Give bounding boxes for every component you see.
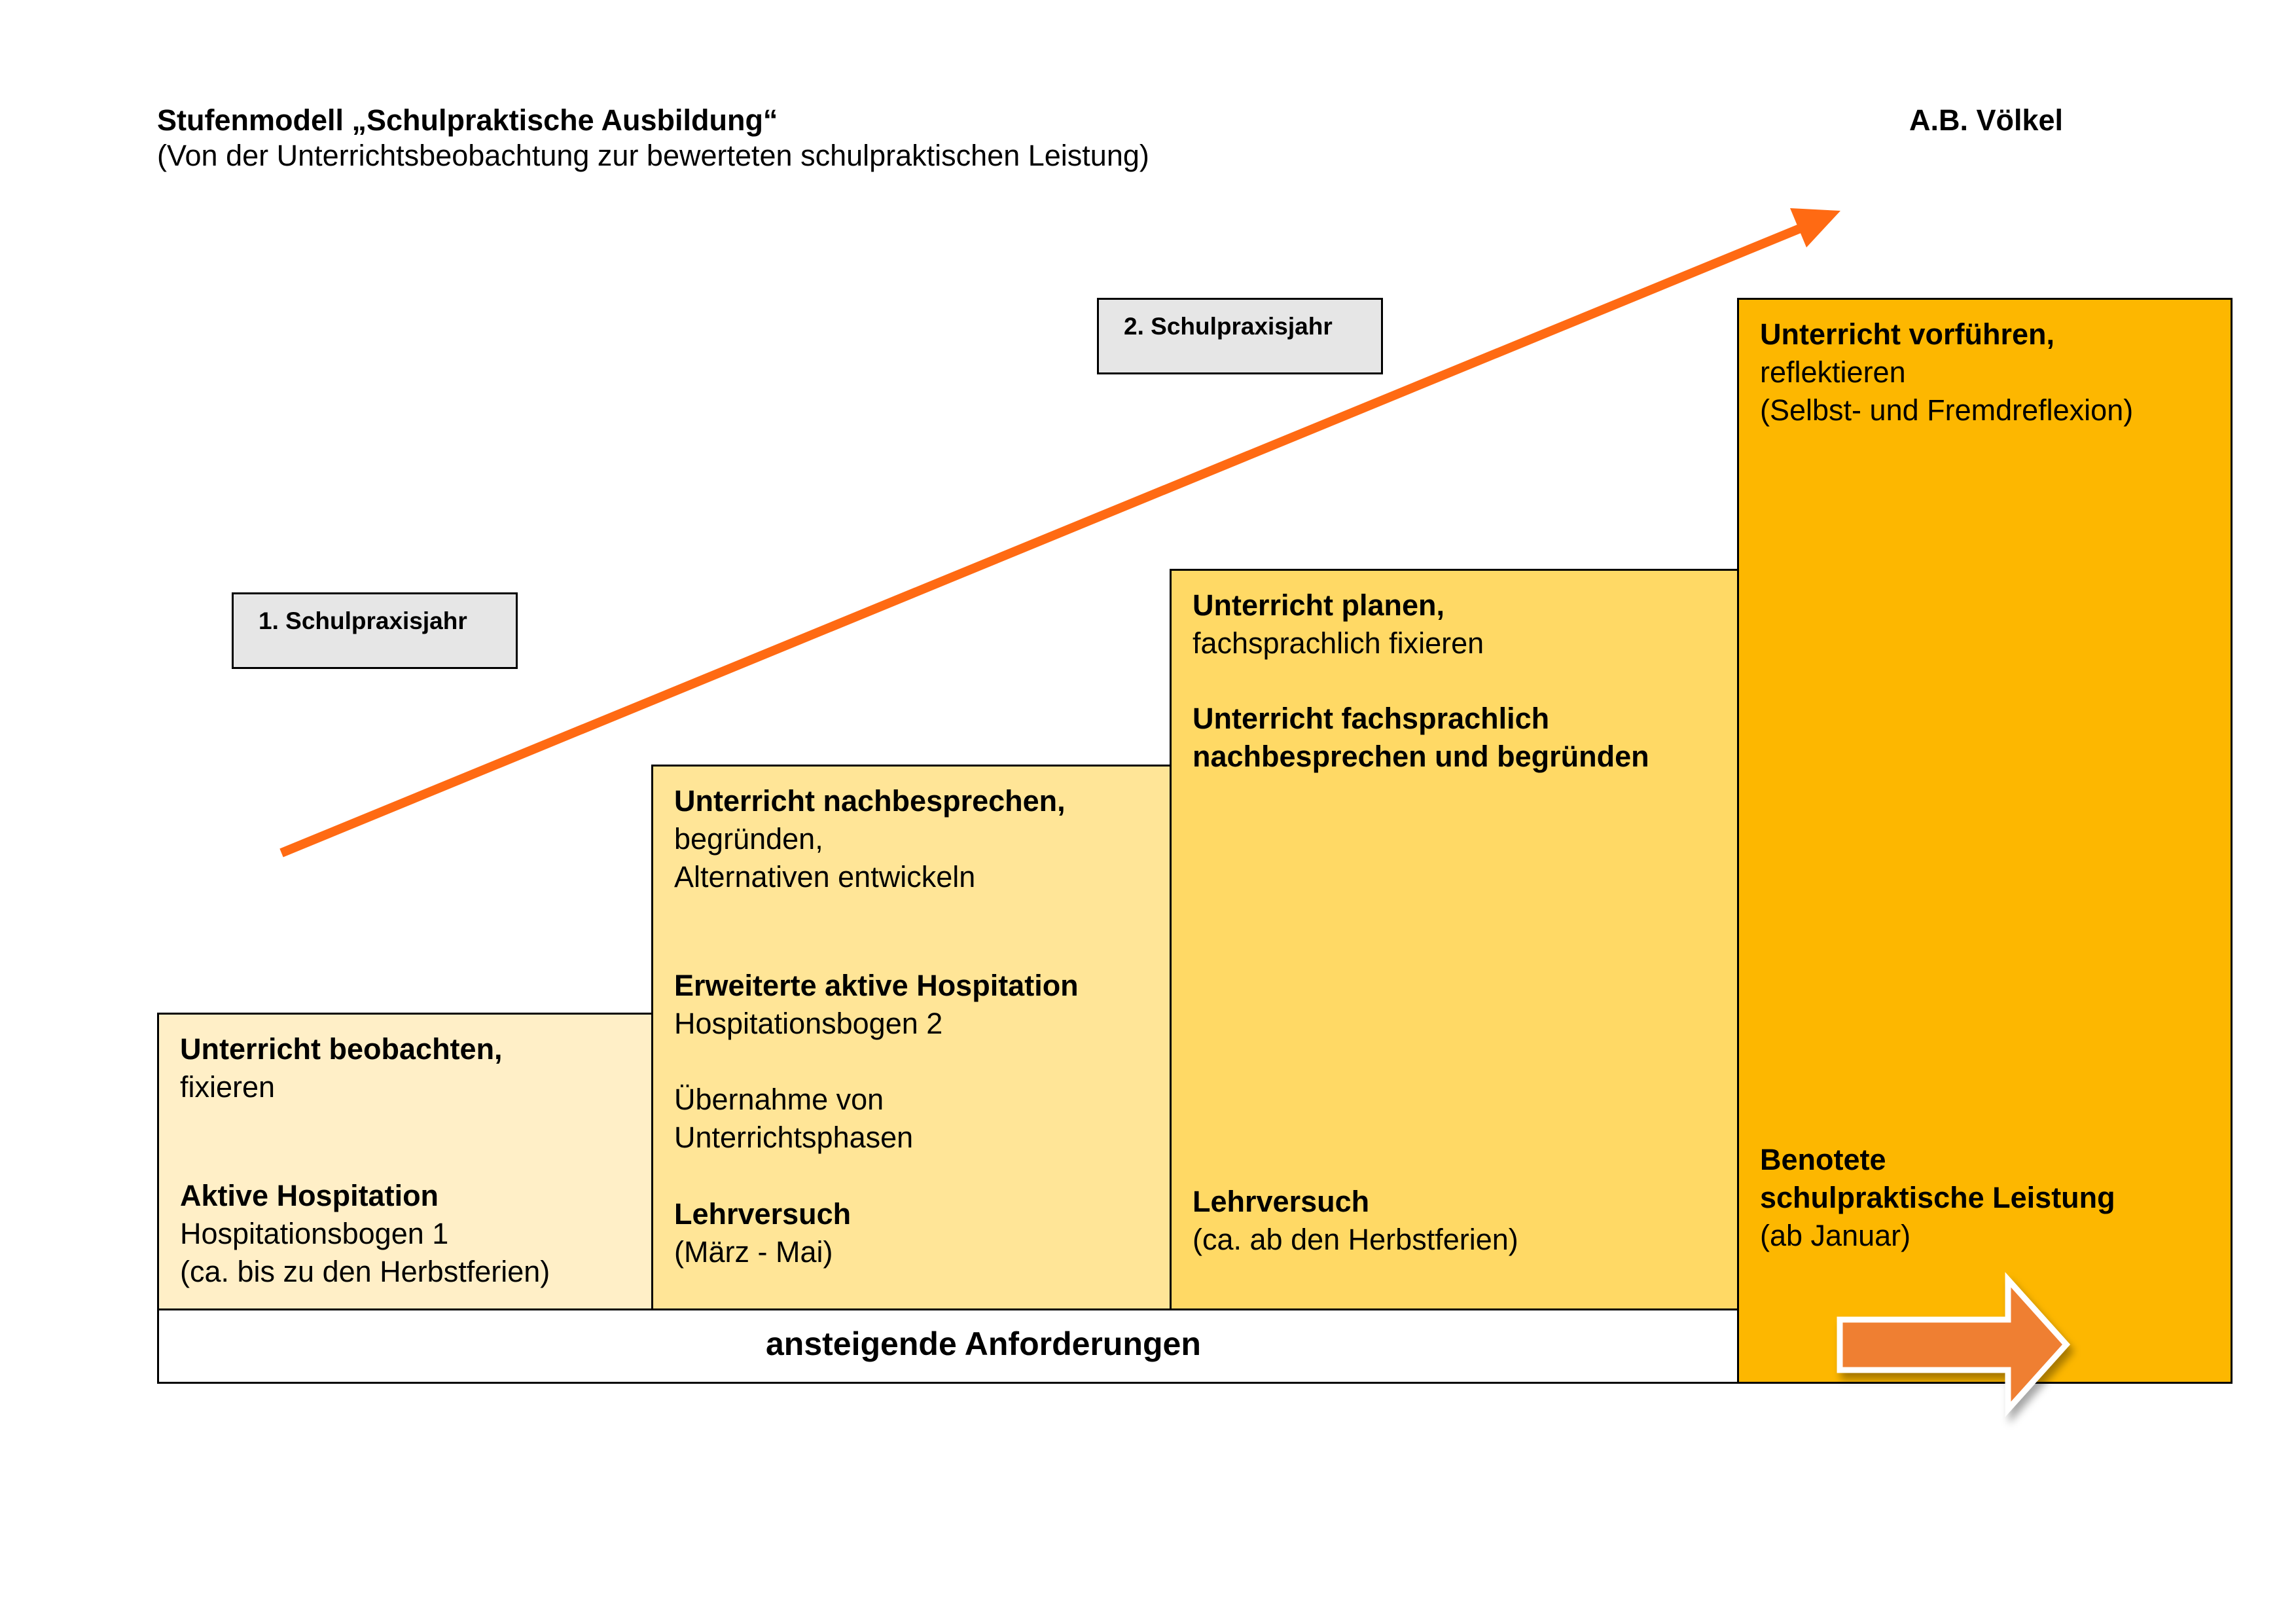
first-year-label: 1. Schulpraxisjahr <box>232 592 518 669</box>
step-3-reflection: Unterricht fachsprachlich nachbesprechen… <box>1193 700 1649 776</box>
rising-trend-arrow <box>279 208 1840 857</box>
step-3-reflection-heading: Unterricht fachsprachlich <box>1193 702 1550 735</box>
step-2-heading: Unterricht nachbesprechen, <box>674 784 1066 818</box>
requirements-bar <box>157 1308 1739 1384</box>
step-4-assessment: Benotete schulpraktische Leistung (ab Ja… <box>1760 1141 2115 1255</box>
step-2-box: Unterricht nachbesprechen, begründen, Al… <box>651 765 1172 1310</box>
step-4-assessment-date: (ab Januar) <box>1760 1219 1911 1252</box>
requirements-label: ansteigende Anforderungen <box>766 1326 1201 1362</box>
step-2-hospitation-heading: Erweiterte aktive Hospitation <box>674 969 1079 1002</box>
step-3-heading: Unterricht planen, <box>1193 588 1445 622</box>
step-1-box: Unterricht beobachten, fixieren Aktive H… <box>157 1013 653 1310</box>
step-3-lehrversuch-heading: Lehrversuch <box>1193 1185 1370 1218</box>
step-4-assessment-heading: schulpraktische Leistung <box>1760 1181 2115 1214</box>
step-3-lehrversuch-date: (ca. ab den Herbstferien) <box>1193 1223 1518 1256</box>
step-2-hospitation-line: Hospitationsbogen 2 <box>674 1007 943 1040</box>
page-subtitle: (Von der Unterrichtsbeobachtung zur bewe… <box>157 139 1149 172</box>
step-2-lehrversuch: Lehrversuch (März - Mai) <box>674 1195 851 1271</box>
step-1-heading: Unterricht beobachten, <box>180 1032 503 1066</box>
step-1-hospitation-line: Hospitationsbogen 1 <box>180 1217 449 1250</box>
author-name: A.B. Völkel <box>1909 103 2064 137</box>
step-1-line: fixieren <box>180 1070 276 1104</box>
step-4-line: reflektieren <box>1760 355 1906 389</box>
step-4-heading: Unterricht vorführen, <box>1760 317 2055 351</box>
step-1-hospitation-line: (ca. bis zu den Herbstferien) <box>180 1255 550 1288</box>
page-title: Stufenmodell „Schulpraktische Ausbildung… <box>157 103 778 137</box>
step-1-hospitation-heading: Aktive Hospitation <box>180 1179 439 1212</box>
step-2-phases-line: Unterrichtsphasen <box>674 1121 914 1154</box>
step-2-line: Alternativen entwickeln <box>674 860 976 893</box>
step-4-box: Unterricht vorführen, reflektieren (Selb… <box>1737 298 2233 1384</box>
step-3-lehrversuch: Lehrversuch (ca. ab den Herbstferien) <box>1193 1183 1518 1259</box>
forward-arrow-icon <box>1837 1272 2071 1417</box>
step-4-line: (Selbst- und Fremdreflexion) <box>1760 393 2134 427</box>
step-2-phases-line: Übernahme von <box>674 1083 884 1116</box>
step-3-reflection-heading: nachbesprechen und begründen <box>1193 740 1649 773</box>
step-3-line: fachsprachlich fixieren <box>1193 626 1484 660</box>
step-2-phases: Übernahme von Unterrichtsphasen <box>674 1081 913 1157</box>
step-2-lehrversuch-date: (März - Mai) <box>674 1235 833 1269</box>
second-year-label: 2. Schulpraxisjahr <box>1097 298 1383 374</box>
step-2-line: begründen, <box>674 822 823 856</box>
step-3-box: Unterricht planen, fachsprachlich fixier… <box>1170 569 1739 1310</box>
step-2-lehrversuch-heading: Lehrversuch <box>674 1197 852 1231</box>
step-1-hospitation: Aktive Hospitation Hospitationsbogen 1 (… <box>180 1177 550 1291</box>
step-4-assessment-heading: Benotete <box>1760 1143 1886 1176</box>
step-2-hospitation: Erweiterte aktive Hospitation Hospitatio… <box>674 967 1079 1043</box>
